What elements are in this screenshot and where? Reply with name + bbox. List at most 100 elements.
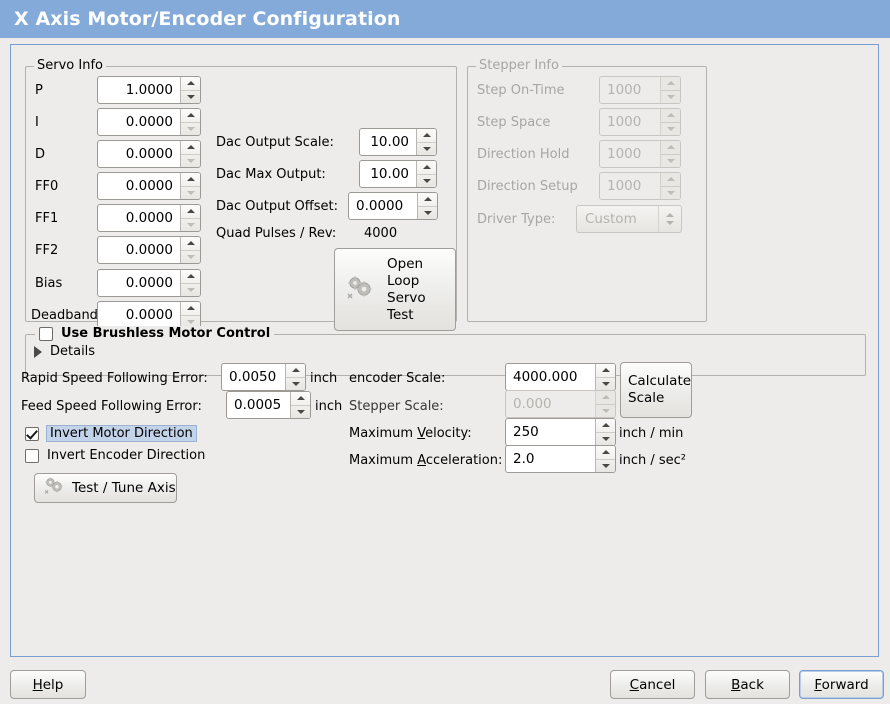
- ff1-value: 0.0000: [125, 210, 173, 226]
- calculate-scale-button[interactable]: Calculate Scale: [620, 362, 692, 418]
- ff2-spinbox[interactable]: 0.0000: [97, 236, 201, 264]
- d-step-up-icon[interactable]: [181, 141, 200, 154]
- ff2-step-down-icon[interactable]: [181, 249, 200, 264]
- ff1-step-up-icon[interactable]: [181, 205, 200, 218]
- cancel-mnemonic: C: [629, 676, 640, 693]
- ff0-step-down-icon[interactable]: [181, 185, 200, 200]
- back-button[interactable]: Back: [705, 670, 790, 699]
- feed-speed-following-error-spinbox[interactable]: 0.0005: [226, 391, 311, 419]
- invert-motor-checkbox-box[interactable]: [25, 426, 39, 441]
- p-stepper[interactable]: [180, 77, 200, 103]
- direction-hold-spinbox: 1000: [599, 140, 681, 168]
- use-brushless-motor-control-checkbox[interactable]: Use Brushless Motor Control: [35, 326, 275, 341]
- help-label: Help: [32, 676, 64, 693]
- deadband-step-up-icon[interactable]: [181, 302, 200, 315]
- p-spinbox[interactable]: 1.0000: [97, 76, 201, 104]
- rapid-error-step-up-icon[interactable]: [286, 364, 305, 377]
- dac-max-output-value: 10.00: [370, 166, 409, 182]
- encoder-scale-value: 4000.000: [513, 369, 578, 385]
- dac-max-output-stepper[interactable]: [416, 161, 436, 187]
- dac-output-scale-spinbox[interactable]: 10.00: [359, 128, 437, 156]
- bias-step-up-icon[interactable]: [181, 270, 200, 283]
- deadband-stepper[interactable]: [180, 302, 200, 328]
- invert-encoder-checkbox-box[interactable]: [25, 448, 39, 463]
- i-stepper[interactable]: [180, 109, 200, 135]
- deadband-spinbox[interactable]: 0.0000: [97, 301, 201, 329]
- label-feed-speed-following-error: Feed Speed Following Error:: [21, 399, 202, 414]
- ff0-step-up-icon[interactable]: [181, 173, 200, 186]
- encoder-scale-step-up-icon[interactable]: [596, 364, 615, 377]
- dac-output-offset-value: 0.0000: [356, 198, 404, 214]
- deadband-step-down-icon[interactable]: [181, 314, 200, 329]
- forward-button[interactable]: Forward: [799, 670, 884, 699]
- label-driver-type: Driver Type:: [477, 212, 556, 227]
- maximum-acceleration-spinbox[interactable]: 2.0: [505, 445, 616, 473]
- test-tune-axis-button[interactable]: Test / Tune Axis: [34, 473, 177, 503]
- driver-type-combobox: Custom: [576, 205, 682, 233]
- p-step-down-icon[interactable]: [181, 89, 200, 104]
- open-loop-servo-test-button[interactable]: Open Loop Servo Test: [334, 248, 456, 331]
- dac-max-step-up-icon[interactable]: [417, 161, 436, 174]
- d-step-down-icon[interactable]: [181, 153, 200, 168]
- max-velocity-label-pre: Maximum: [349, 426, 418, 441]
- dac-output-scale-stepper[interactable]: [416, 129, 436, 155]
- label-ff1: FF1: [35, 211, 59, 226]
- i-step-up-icon[interactable]: [181, 109, 200, 122]
- dac-output-offset-spinbox[interactable]: 0.0000: [348, 192, 438, 220]
- dac-max-step-down-icon[interactable]: [417, 173, 436, 188]
- dac-output-offset-stepper[interactable]: [417, 193, 437, 219]
- max-velocity-label-post: elocity:: [425, 426, 472, 441]
- ff2-value: 0.0000: [125, 242, 173, 258]
- bias-spinbox[interactable]: 0.0000: [97, 269, 201, 297]
- cancel-button[interactable]: Cancel: [610, 670, 695, 699]
- d-spinbox[interactable]: 0.0000: [97, 140, 201, 168]
- ff2-step-up-icon[interactable]: [181, 237, 200, 250]
- dac-offset-step-down-icon[interactable]: [418, 205, 437, 220]
- max-accel-step-down-icon[interactable]: [596, 458, 615, 473]
- brushless-checkbox-box[interactable]: [39, 326, 53, 341]
- bias-stepper[interactable]: [180, 270, 200, 296]
- encoder-scale-spinbox[interactable]: 4000.000: [505, 363, 616, 391]
- dac-max-output-spinbox[interactable]: 10.00: [359, 160, 437, 188]
- rapid-error-step-down-icon[interactable]: [286, 376, 305, 391]
- encoder-scale-stepper[interactable]: [595, 364, 615, 390]
- max-velocity-step-down-icon[interactable]: [596, 431, 615, 446]
- max-velocity-step-up-icon[interactable]: [596, 419, 615, 432]
- rapid-error-stepper[interactable]: [285, 364, 305, 390]
- rapid-speed-following-error-spinbox[interactable]: 0.0050: [221, 363, 306, 391]
- ff1-stepper[interactable]: [180, 205, 200, 231]
- unit-maximum-acceleration: inch / sec²: [619, 453, 687, 468]
- ff0-stepper[interactable]: [180, 173, 200, 199]
- d-stepper[interactable]: [180, 141, 200, 167]
- help-button[interactable]: Help: [10, 670, 86, 699]
- chevron-right-icon[interactable]: [34, 345, 42, 358]
- details-expander[interactable]: Details: [34, 344, 95, 359]
- feed-error-step-up-icon[interactable]: [291, 392, 310, 405]
- rapid-speed-following-error-value: 0.0050: [229, 369, 277, 385]
- invert-motor-direction-checkbox[interactable]: Invert Motor Direction: [25, 425, 197, 442]
- ff2-stepper[interactable]: [180, 237, 200, 263]
- bias-value: 0.0000: [125, 275, 173, 291]
- ff0-spinbox[interactable]: 0.0000: [97, 172, 201, 200]
- ff1-spinbox[interactable]: 0.0000: [97, 204, 201, 232]
- direction-hold-step-up-icon: [661, 141, 680, 154]
- p-step-up-icon[interactable]: [181, 77, 200, 90]
- maximum-velocity-spinbox[interactable]: 250: [505, 418, 616, 446]
- max-velocity-stepper[interactable]: [595, 419, 615, 445]
- invert-encoder-direction-checkbox[interactable]: Invert Encoder Direction: [25, 448, 205, 463]
- dac-scale-step-up-icon[interactable]: [417, 129, 436, 142]
- feed-error-step-down-icon[interactable]: [291, 404, 310, 419]
- calculate-scale-line-1: Calculate: [628, 373, 692, 389]
- i-step-down-icon[interactable]: [181, 121, 200, 136]
- feed-error-stepper[interactable]: [290, 392, 310, 418]
- max-accel-step-up-icon[interactable]: [596, 446, 615, 459]
- dac-scale-step-down-icon[interactable]: [417, 141, 436, 156]
- label-step-space: Step Space: [477, 115, 551, 130]
- i-spinbox[interactable]: 0.0000: [97, 108, 201, 136]
- stepper-info-legend: Stepper Info: [476, 59, 562, 73]
- encoder-scale-step-down-icon[interactable]: [596, 376, 615, 391]
- ff1-step-down-icon[interactable]: [181, 217, 200, 232]
- bias-step-down-icon[interactable]: [181, 282, 200, 297]
- max-accel-stepper[interactable]: [595, 446, 615, 472]
- dac-offset-step-up-icon[interactable]: [418, 193, 437, 206]
